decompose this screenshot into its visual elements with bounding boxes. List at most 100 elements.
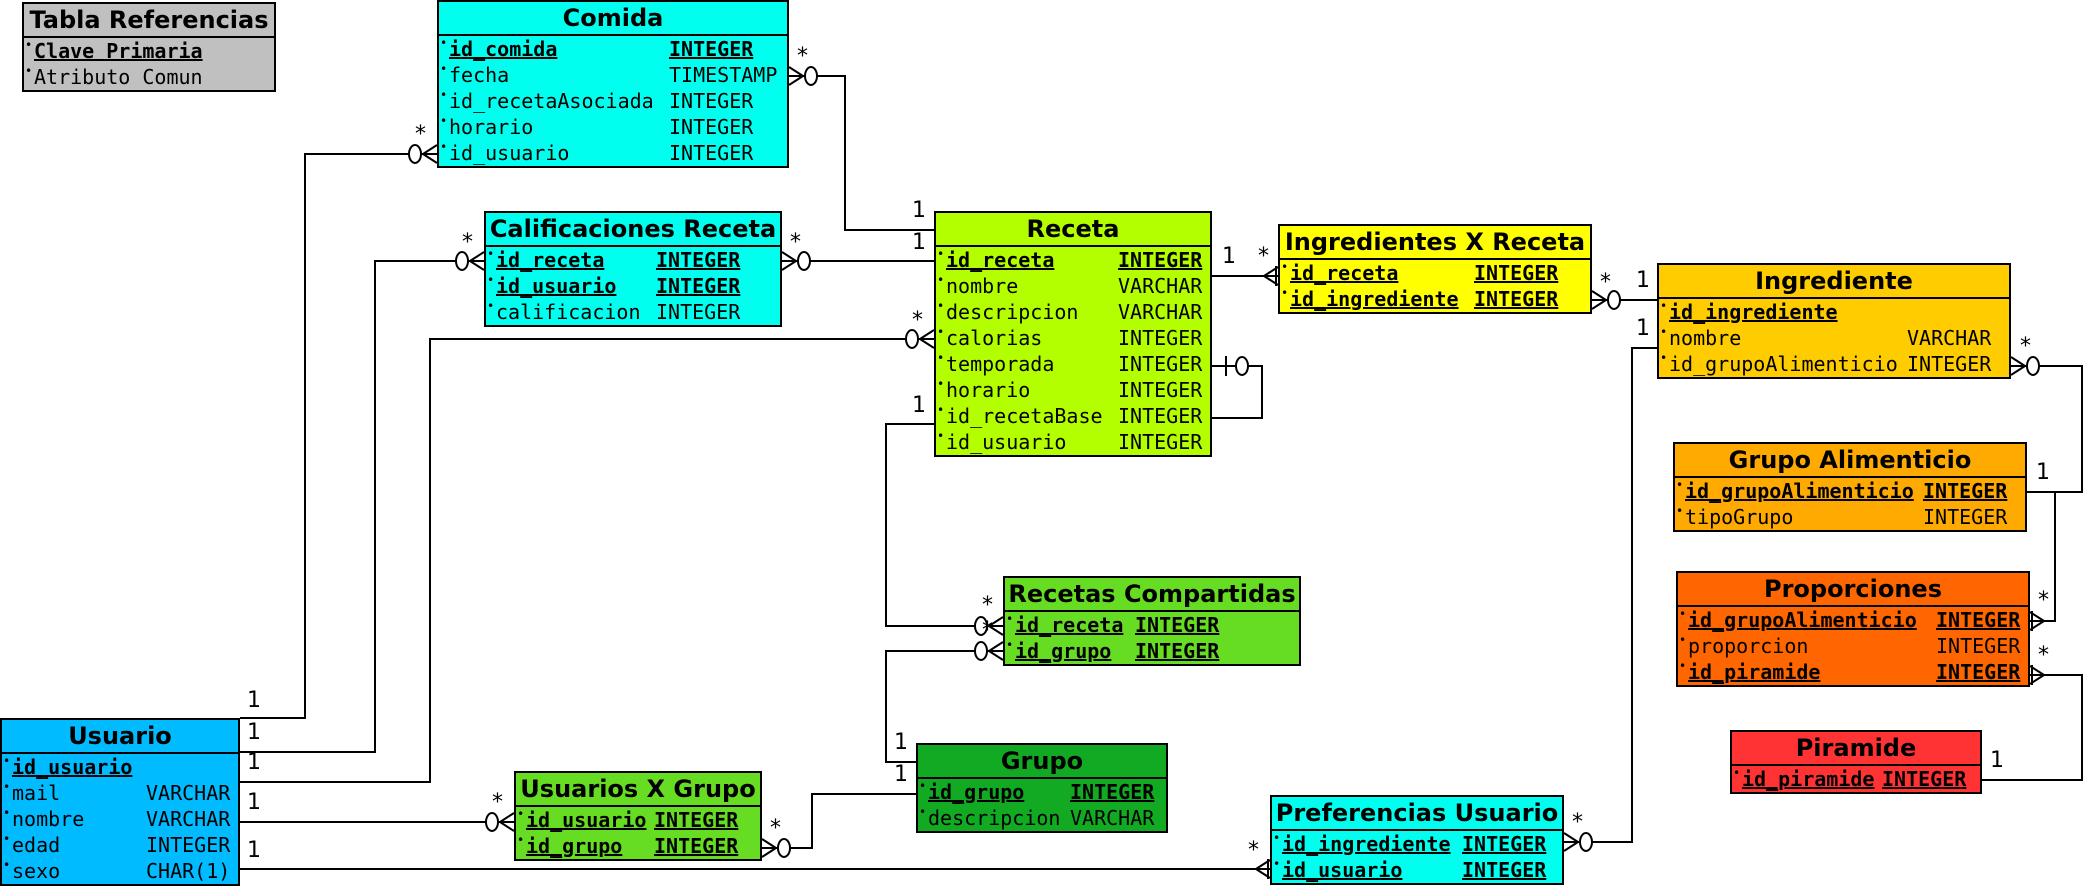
crowfoot-line	[988, 650, 1004, 661]
attribute-name: id_usuario	[526, 808, 647, 832]
attribute-type: INTEGER	[656, 248, 741, 272]
rel-usuario-receta	[240, 338, 934, 783]
entity-grupoali: Grupo Alimenticioid_grupoAlimenticioINTE…	[1673, 442, 2027, 532]
cardinality-label: 1	[247, 720, 261, 745]
attribute-type: INTEGER	[1135, 639, 1220, 663]
rel-ingrediente-preferencias	[1564, 347, 1657, 843]
rel-receta-self	[1212, 365, 1263, 419]
attribute-name: nombre	[946, 274, 1019, 298]
optional-circle	[1579, 832, 1593, 852]
cardinality-label: 1	[912, 230, 926, 255]
optional-circle	[1235, 356, 1249, 376]
crowfoot-line	[781, 251, 797, 262]
crowfoot-line	[988, 625, 1004, 636]
entity-title: Ingrediente	[1659, 265, 2009, 299]
cardinality-label: *	[2038, 643, 2049, 668]
attribute-name: sexo	[12, 859, 61, 883]
cardinality-label: *	[1248, 838, 1259, 863]
cardinality-label: *	[492, 790, 503, 815]
attribute-type: INTEGER	[669, 37, 754, 61]
crowfoot-line	[781, 260, 797, 271]
crowfoot-line	[2010, 365, 2026, 376]
attribute-type: INTEGER	[1462, 858, 1547, 882]
attribute-row: id_grupoAlimenticio INTEGER	[1675, 472, 2025, 504]
cardinality-label: *	[982, 593, 993, 618]
cardinality-label: 1	[247, 688, 261, 713]
crowfoot-line	[788, 66, 804, 77]
cardinality-label: 1	[1636, 316, 1650, 341]
optional-circle	[485, 812, 499, 832]
attribute-row: id_usuario	[2, 748, 238, 780]
attribute-type: INTEGER	[656, 274, 741, 298]
cardinality-label: *	[797, 44, 808, 69]
optional-circle	[777, 838, 791, 858]
cardinality-label: 1	[912, 198, 926, 223]
attribute-row: id_usuario INTEGER	[486, 267, 780, 299]
attribute-name: horario	[449, 115, 534, 139]
optional-circle	[804, 66, 818, 86]
entity-usuariosxgrupo: Usuarios X Grupoid_usuarioINTEGERid_grup…	[514, 771, 762, 861]
attribute-name: id_usuario	[496, 274, 617, 298]
optional-circle	[455, 251, 469, 271]
cardinality-label: *	[415, 122, 426, 147]
cardinality-label: *	[770, 816, 781, 841]
cardinality-label: 1	[247, 750, 261, 775]
entity-title: Recetas Compartidas	[1005, 578, 1299, 612]
cardinality-label: *	[1572, 810, 1583, 835]
attribute-name: id_grupoAlimenticio	[1685, 479, 1914, 503]
entity-comida: Comidaid_comidaINTEGERfechaTIMESTAMPid_r…	[437, 0, 789, 168]
rel-usuario-calificaciones	[240, 260, 484, 753]
entity-title: Comida	[439, 2, 787, 36]
attribute-name: id_usuario	[449, 141, 570, 165]
attribute-name: calificacion	[496, 300, 641, 324]
attribute-type: INTEGER	[654, 808, 739, 832]
attribute-type: INTEGER	[1118, 378, 1203, 402]
attribute-type: VARCHAR	[1907, 326, 1992, 350]
attribute-name: id_ingrediente	[1282, 832, 1451, 856]
attribute-name: temporada	[946, 352, 1055, 376]
attribute-type: INTEGER	[1474, 261, 1559, 285]
attribute-name: id_piramide	[1688, 660, 1821, 684]
attribute-type: VARCHAR	[146, 781, 231, 805]
cardinality-label: *	[1258, 244, 1269, 269]
entity-grupo: Grupoid_grupoINTEGERdescripcionVARCHAR	[916, 743, 1168, 833]
crowfoot-line	[422, 144, 438, 155]
attribute-type: INTEGER	[669, 115, 754, 139]
cardinality-label: *	[462, 230, 473, 255]
cardinality-label: *	[2038, 588, 2049, 613]
attribute-type: INTEGER	[1923, 479, 2008, 503]
attribute-type: INTEGER	[1882, 767, 1967, 791]
attribute-name: id_ingrediente	[1669, 300, 1838, 324]
attribute-name: id_usuario	[946, 430, 1067, 454]
attribute-type: INTEGER	[1118, 326, 1203, 350]
entity-ingrediente: Ingredienteid_ingredientenombreVARCHARid…	[1657, 263, 2011, 379]
attribute-row: sexo CHAR(1)	[2, 852, 238, 884]
legend-table: Tabla ReferenciasClave PrimariaAtributo …	[22, 2, 276, 92]
crowfoot-line	[919, 338, 935, 349]
attribute-row: id_usuario INTEGER	[516, 801, 760, 833]
legend-label: Atributo Comun	[34, 65, 203, 89]
crowfoot-line	[2010, 356, 2026, 367]
legend-label: Clave Primaria	[34, 39, 203, 63]
attribute-name: id_receta	[1015, 613, 1124, 637]
crowfoot-line	[988, 641, 1004, 652]
crowfoot-line	[422, 153, 438, 164]
entity-title: Preferencias Usuario	[1272, 797, 1562, 831]
crowfoot-line	[761, 838, 777, 849]
attribute-type: CHAR(1)	[146, 859, 231, 883]
attribute-type: INTEGER	[1070, 780, 1155, 804]
